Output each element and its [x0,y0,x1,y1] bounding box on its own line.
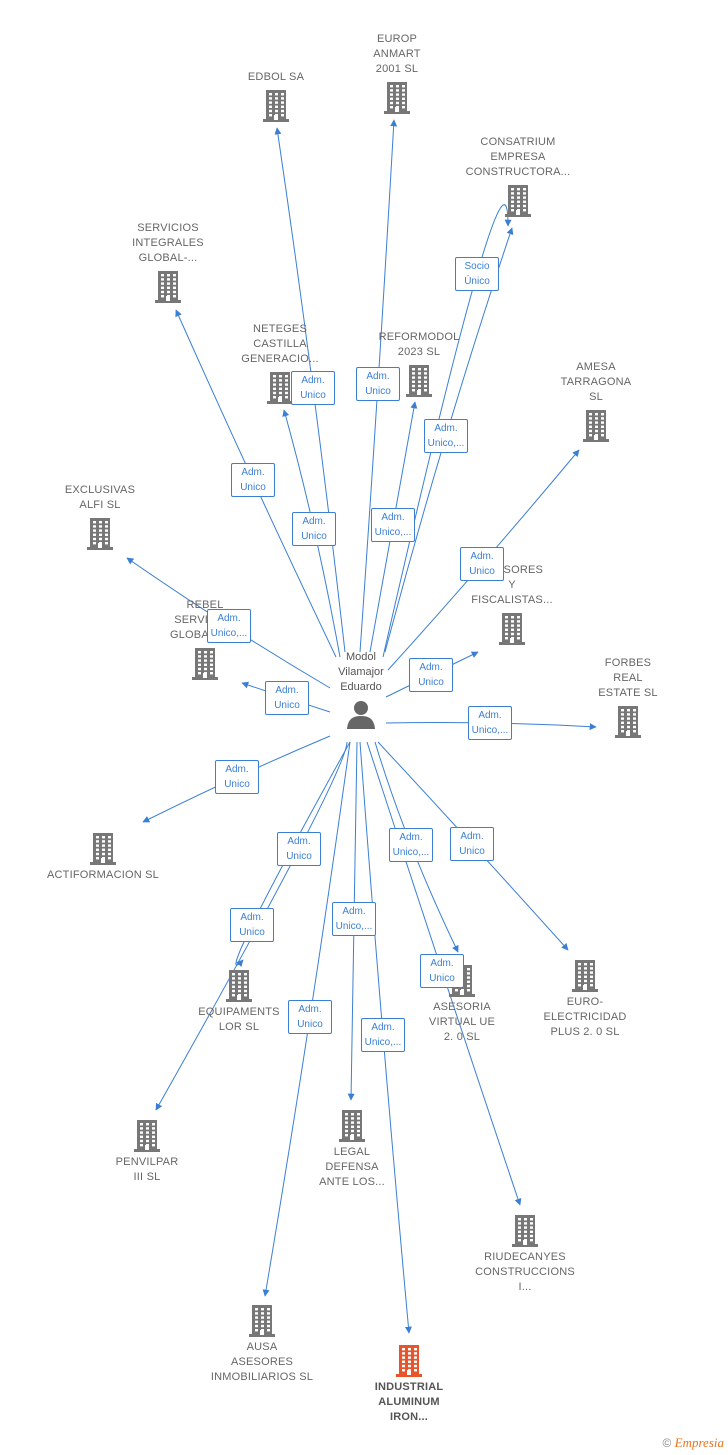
company-node-riudecanyes[interactable]: RIUDECANYES CONSTRUCCIONS I... [460,1210,590,1295]
company-label: EURO- ELECTRICIDAD PLUS 2. 0 SL [543,996,627,1038]
building-icon [134,1120,160,1152]
building-icon [583,410,609,442]
edge-label-actiformacion[interactable]: Adm. Unico [215,760,259,794]
company-label: PENVILPAR III SL [115,1156,179,1183]
building-icon [339,1110,365,1142]
edge-label-servicios[interactable]: Adm. Unico [231,463,275,497]
edge-label-reformodol[interactable]: Adm. Unico,... [371,508,415,542]
building-icon [572,960,598,992]
brand-name: Empresia [674,1435,724,1450]
edge-label-euro[interactable]: Adm. Unico [450,827,494,861]
company-label: REFORMODOL 2023 SL [378,331,460,358]
building-icon [505,185,531,217]
company-node-legal[interactable]: LEGAL DEFENSA ANTE LOS... [287,1105,417,1190]
building-icon [615,706,641,738]
edge-label-asesores[interactable]: Adm. Unico [409,658,453,692]
edge-label-consatrium[interactable]: Socio Único [455,257,499,291]
building-icon [249,1305,275,1337]
building-icon [226,970,252,1002]
company-node-servicios[interactable]: SERVICIOS INTEGRALES GLOBAL-... [103,221,233,306]
company-label: ASESORIA VIRTUAL UE 2. 0 SL [428,1001,496,1043]
company-node-euro[interactable]: EURO- ELECTRICIDAD PLUS 2. 0 SL [520,955,650,1040]
footer-brand[interactable]: © Empresia [662,1435,724,1451]
company-node-reformodol[interactable]: REFORMODOL 2023 SL [354,330,484,400]
center-person[interactable]: Modol Vilamajor Eduardo [301,650,421,733]
company-label: EDBOL SA [247,71,305,83]
building-icon [192,648,218,680]
edge-label-rebel[interactable]: Adm. Unico [265,681,309,715]
company-label: ACTIFORMACION SL [47,869,159,881]
company-label: EXCLUSIVAS ALFI SL [64,484,136,511]
edge-label-industrial[interactable]: Adm. Unico,... [361,1018,405,1052]
company-node-forbes[interactable]: FORBES REAL ESTATE SL [563,656,693,741]
company-node-asesores[interactable]: ASESORES Y FISCALISTAS... [447,563,577,648]
edge-label-europ[interactable]: Adm. Unico [356,367,400,401]
edge-label-asesoria[interactable]: Adm. Unico,... [389,828,433,862]
company-label: NETEGES CASTILLA GENERACIO... [241,323,319,365]
edge-label-riudecanyes[interactable]: Adm. Unico [420,954,464,988]
edge-label-edbol[interactable]: Adm. Unico [291,371,335,405]
company-node-europ[interactable]: EUROP ANMART 2001 SL [332,32,462,117]
edge-label-neteges[interactable]: Adm. Unico [292,512,336,546]
center-person-label: Modol Vilamajor Eduardo [338,651,384,693]
company-label: SERVICIOS INTEGRALES GLOBAL-... [132,222,204,264]
company-label: INDUSTRIAL ALUMINUM IRON... [374,1381,444,1423]
building-icon [384,82,410,114]
building-icon [396,1345,422,1377]
company-label: LEGAL DEFENSA ANTE LOS... [319,1146,385,1188]
company-node-ausa[interactable]: AUSA ASESORES INMOBILIARIOS SL [197,1300,327,1385]
company-node-consatrium[interactable]: CONSATRIUM EMPRESA CONSTRUCTORA... [453,135,583,220]
company-label: AUSA ASESORES INMOBILIARIOS SL [210,1341,314,1383]
company-label: EQUIPAMENTS LOR SL [198,1006,280,1033]
building-icon [263,90,289,122]
company-node-penvilpar[interactable]: PENVILPAR III SL [82,1115,212,1185]
company-node-industrial[interactable]: INDUSTRIAL ALUMINUM IRON... [344,1340,474,1425]
edge-label-legal[interactable]: Adm. Unico,... [332,902,376,936]
company-label: CONSATRIUM EMPRESA CONSTRUCTORA... [465,136,571,178]
edge-label-equipaments[interactable]: Adm. Unico [230,908,274,942]
company-node-exclusivas[interactable]: EXCLUSIVAS ALFI SL [35,483,165,553]
copyright-symbol: © [662,1436,672,1450]
building-icon [87,518,113,550]
edge-label-penvilpar[interactable]: Adm. Unico [277,832,321,866]
building-icon [267,372,293,404]
building-icon [155,271,181,303]
company-label: RIUDECANYES CONSTRUCCIONS I... [475,1251,575,1293]
building-icon [499,613,525,645]
company-node-actiformacion[interactable]: ACTIFORMACION SL [38,828,168,883]
edge-label-exclusivas[interactable]: Adm. Unico,... [207,609,251,643]
company-node-equipaments[interactable]: EQUIPAMENTS LOR SL [174,965,304,1035]
company-label: AMESA TARRAGONA SL [560,361,632,403]
company-node-neteges[interactable]: NETEGES CASTILLA GENERACIO... [215,322,345,407]
company-label: EUROP ANMART 2001 SL [373,33,421,75]
building-icon [512,1215,538,1247]
company-label: FORBES REAL ESTATE SL [598,657,658,699]
company-node-amesa[interactable]: AMESA TARRAGONA SL [531,360,661,445]
company-node-edbol[interactable]: EDBOL SA [211,70,341,125]
building-icon [406,365,432,397]
edge-label-consatrium[interactable]: Adm. Unico,... [424,419,468,453]
building-icon [90,833,116,865]
edge-label-amesa[interactable]: Adm. Unico [460,547,504,581]
person-icon [347,701,375,729]
edge-label-forbes[interactable]: Adm. Unico,... [468,706,512,740]
edge-label-ausa[interactable]: Adm. Unico [288,1000,332,1034]
